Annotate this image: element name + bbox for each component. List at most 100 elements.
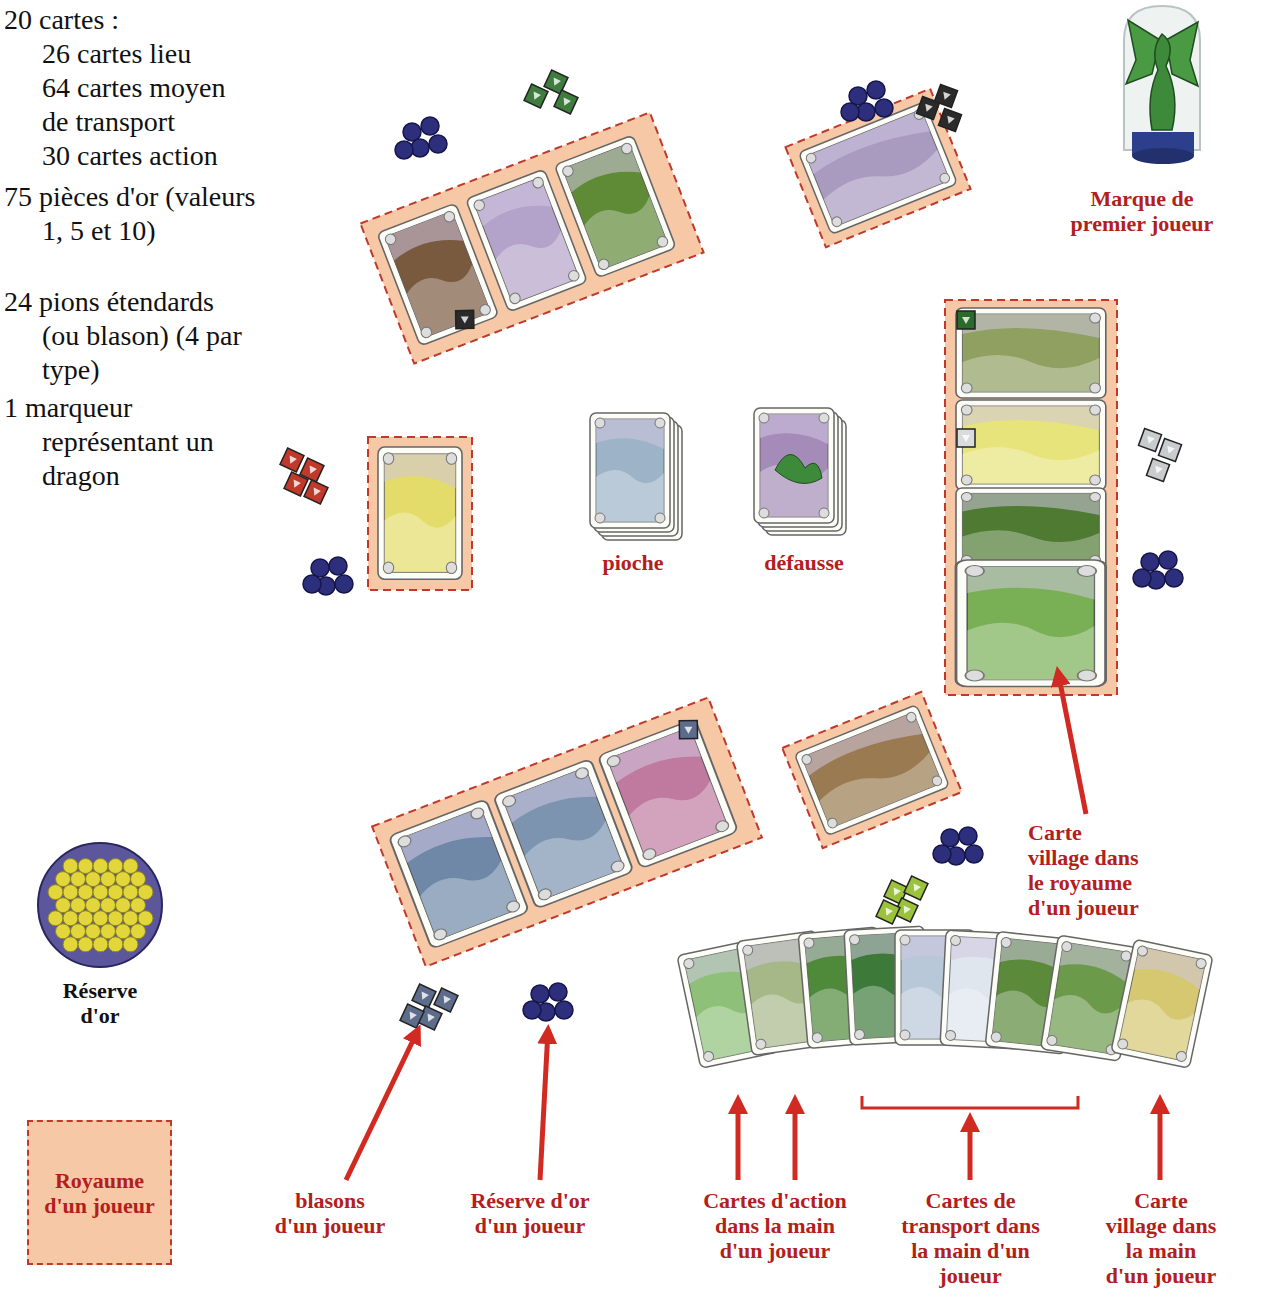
illustration-part: [329, 557, 347, 575]
player-kingdom: [360, 112, 703, 363]
callout-label: Marque de premier joueur: [1064, 186, 1220, 236]
callout-label: pioche: [583, 550, 683, 575]
illustration-part: [549, 983, 567, 1001]
place-card: [554, 135, 676, 278]
callout-label: Réserve d'or d'un joueur: [460, 1188, 600, 1238]
gold-coin: [108, 937, 123, 952]
kingdom-key-box: Royaume d'un joueur: [27, 1120, 172, 1265]
inventory-item: 64 cartes moyen de transport: [42, 71, 256, 139]
illustration-part: [938, 108, 961, 131]
illustration-part: [867, 81, 885, 99]
illustration-part: [965, 845, 983, 863]
gold-coin: [86, 898, 101, 913]
callout-label: défausse: [748, 550, 860, 575]
inventory-item: 30 cartes action: [42, 139, 256, 173]
illustration-part: [544, 70, 568, 94]
player-kingdom: [945, 300, 1117, 695]
gold-coin: [48, 911, 63, 926]
illustration-part: [1165, 569, 1183, 587]
gold-coin: [108, 885, 123, 900]
gold-coin: [123, 937, 138, 952]
gold-dish: [38, 843, 162, 967]
callout-label: Cartes d'action dans la main d'un joueur: [700, 1188, 850, 1263]
illustration-part: [1158, 438, 1181, 461]
dragon-dome: [1124, 6, 1200, 150]
gold-coin: [78, 885, 93, 900]
gold-coins: [933, 827, 983, 865]
place-card: [798, 102, 957, 235]
kingdom-area: [945, 300, 1117, 695]
leader-arrows: [346, 672, 1160, 1180]
gold-coin: [123, 859, 138, 874]
gold-coins: [395, 117, 447, 159]
callout-label: Carte village dans la main d'un joueur: [1103, 1188, 1219, 1288]
gold-coin: [63, 859, 78, 874]
place-card: [378, 447, 462, 579]
kingdom-area: [372, 697, 762, 966]
blason-tokens: [524, 70, 578, 114]
inventory-heading: 20 cartes :: [4, 3, 256, 37]
gold-coin: [93, 937, 108, 952]
blason-token: [456, 310, 474, 328]
illustration-part: [1159, 551, 1177, 569]
illustration-part: [304, 480, 328, 504]
illustration-part: [1133, 569, 1151, 587]
kingdom-area: [782, 692, 962, 848]
illustration-part: [1146, 458, 1169, 481]
illustration-part: [335, 575, 353, 593]
leader-arrow: [346, 1030, 418, 1180]
gold-coin: [108, 911, 123, 926]
gold-coin: [93, 885, 108, 900]
blason-token: [679, 721, 697, 739]
illustration-part: [876, 900, 900, 924]
gold-coins: [303, 557, 353, 595]
leader-arrow: [968, 1118, 973, 1180]
gold-coin: [86, 872, 101, 887]
blason-tokens: [280, 448, 328, 504]
gold-coin: [56, 898, 71, 913]
illustration-part: [284, 472, 308, 496]
callout-label: Cartes de transport dans la main d'un jo…: [898, 1188, 1043, 1288]
blason-tokens: [916, 84, 961, 131]
illustration-part: [411, 139, 429, 157]
illustration-part: [434, 988, 458, 1012]
leader-arrow: [793, 1100, 798, 1180]
gold-coin: [63, 911, 78, 926]
illustration-part: [429, 135, 447, 153]
illustration-part: [280, 448, 304, 472]
gold-coin: [63, 885, 78, 900]
illustration-part: [849, 87, 867, 105]
gold-coin: [71, 898, 86, 913]
illustration-part: [412, 984, 436, 1008]
gold-coin: [138, 911, 153, 926]
dragon-marker: [1124, 6, 1200, 164]
callout-label: Carte village dans le royaume d'un joueu…: [1028, 820, 1144, 920]
gold-coins: [523, 983, 573, 1021]
illustration-part: [933, 845, 951, 863]
kingdom-area: [368, 437, 472, 590]
blason-token: [957, 311, 975, 329]
gold-coin: [116, 898, 131, 913]
player-kingdom: [368, 437, 472, 590]
gold-coin: [48, 885, 63, 900]
leader-arrow: [1058, 672, 1086, 814]
gold-coin: [131, 898, 146, 913]
gold-reserve-dish: [30, 838, 170, 972]
illustration-part: [754, 408, 834, 523]
illustration-part: [875, 99, 893, 117]
illustration-part: [1141, 553, 1159, 571]
gold-coin: [71, 872, 86, 887]
illustration-part: [421, 117, 439, 135]
gold-coins: [1133, 551, 1183, 589]
dragon-base: [1132, 148, 1194, 164]
kingdom-area: [360, 112, 703, 363]
gold-coin: [131, 872, 146, 887]
illustration-part: [1138, 428, 1161, 451]
gold-coin: [108, 859, 123, 874]
gold-coin: [86, 924, 101, 939]
illustration-part: [841, 103, 859, 121]
player-kingdom: [372, 697, 762, 966]
gold-coin: [71, 924, 86, 939]
place-card: [956, 400, 1106, 490]
